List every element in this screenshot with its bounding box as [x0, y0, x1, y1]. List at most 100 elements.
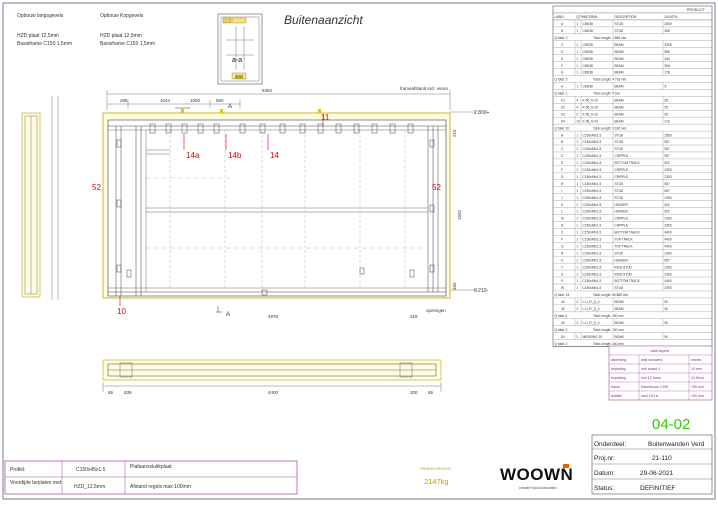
parts-cell: L-U_R_Q_4: [583, 300, 600, 304]
parts-cell: 1: [577, 140, 579, 144]
parts-cell: K-55_H-23: [583, 112, 599, 116]
parts-cell: STUD: [615, 196, 624, 200]
layers-cell: 150 mm: [691, 385, 704, 389]
parts-cell: 2393: [665, 168, 672, 172]
parts-cell: 1: [577, 279, 579, 283]
parts-cell: BEAM: [615, 112, 624, 116]
parts-cell: BEAM: [615, 307, 624, 311]
parts-cell: B: [561, 140, 563, 144]
parts-cell: 557: [665, 140, 671, 144]
parts-cell: HEADER: [615, 258, 629, 262]
bar-r2-note: Afstand regels max 100mm: [130, 484, 191, 490]
parts-cell: 2393: [665, 217, 672, 221]
layers-cell: beplating: [611, 376, 626, 380]
header-notes: Opbouw langsgevels HZD plaat 12,5mm Basi…: [17, 13, 155, 47]
parts-total-label: Q total: 2: [555, 328, 568, 332]
brand-logo: WOOWN creatief houtconstructies: [498, 458, 586, 494]
parts-cell: 55: [665, 99, 669, 103]
info-value-status: DEFINITIEF: [640, 485, 675, 492]
plan-dim-5: 65: [428, 390, 434, 395]
dim-bottom-1: 4976: [268, 314, 279, 319]
sheet-border: [2, 2, 716, 500]
parts-cell: C150x45x1.5: [583, 265, 602, 269]
parts-cell: TOP TRACK: [615, 238, 634, 242]
parts-cell: 2: [577, 307, 579, 311]
parts-cell: W: [561, 286, 564, 290]
parts-cell: K3: [561, 112, 565, 116]
info-label-onderdeel: Onderdeel:: [594, 441, 626, 448]
parts-cell: A: [561, 133, 564, 137]
parts-cell: G: [561, 175, 564, 179]
parts-cell: CRIPPLE: [615, 154, 629, 158]
parts-cell: C150x45x1.5: [583, 196, 602, 200]
note-left-1: Opbouw langsgevels: [17, 13, 64, 19]
parts-cell: 1: [577, 196, 579, 200]
parts-cell: H: [561, 85, 564, 89]
bottom-bar: Profiel: C150x45x1.5 Plafaanssluitkplaat…: [4, 460, 452, 495]
parts-cell: C150x45x1.5: [583, 238, 602, 242]
red-part-labels: 52 52 10 14a 14b 14 11: [92, 113, 441, 316]
parts-cell: 4400: [665, 231, 672, 235]
dim-top-5: 5392: [262, 88, 273, 93]
parts-cell: 2: [577, 321, 579, 325]
parts-cell: 555: [665, 50, 671, 54]
parts-cell: C89/38: [583, 22, 594, 26]
side-brackets: [116, 139, 435, 296]
red-leaders: [119, 114, 324, 306]
parts-cell: C150x45x1.5: [583, 182, 602, 186]
parts-total-length: Total Length: 50.866 mm: [593, 293, 628, 297]
parts-cell: BEAM: [615, 321, 624, 325]
level-bottom: 0.210-: [474, 288, 489, 294]
parts-cell: 1: [577, 258, 579, 262]
parts-cell: 55: [665, 105, 669, 109]
parts-cell: STUD: [615, 133, 624, 137]
parts-cell: C89/38: [583, 71, 594, 75]
parts-cell: 1: [577, 244, 579, 248]
parts-cell: M: [561, 217, 564, 221]
parts-cell: C150x45x1.5: [583, 203, 602, 207]
parts-cell: 2560: [665, 133, 672, 137]
layers-cell: osb board 4: [641, 367, 660, 371]
parts-total-length: Total Length: 3.032 mm: [593, 126, 627, 130]
parts-cell: 1: [577, 43, 579, 47]
parts-cell: 2393: [665, 196, 672, 200]
layers-cell: rwol 120 w: [641, 394, 659, 398]
layers-cell: afwerking: [611, 358, 626, 362]
parts-cell: 10: [577, 119, 581, 123]
parts-cell: 557: [665, 258, 671, 262]
parts-cell: CRIPPLE: [615, 224, 629, 228]
label-52-right: 52: [432, 183, 441, 192]
parts-cell: 50: [665, 321, 669, 325]
dim-apart: opzengen: [426, 308, 446, 313]
parts-cell: D: [561, 50, 564, 54]
frame-label: frameafstand incl. vuren: [400, 86, 449, 91]
parts-total-label: Q total: 1: [555, 92, 568, 96]
parts-cell: 1: [577, 238, 579, 242]
parts-cell: 365: [665, 29, 671, 33]
parts-cell: 55: [665, 112, 669, 116]
parts-cell: C: [561, 147, 564, 151]
parts-cell: C150x45x1.5: [583, 168, 602, 172]
layers-title: wall layers: [651, 348, 670, 353]
parts-cell: 1: [577, 189, 579, 193]
parts-cell: 1: [577, 231, 579, 235]
parts-cell: K-55_H-23: [583, 119, 599, 123]
parts-cell: 50: [665, 335, 669, 339]
note-right-1: Opbouw Kopgevels: [100, 13, 144, 19]
parts-cell: 4400: [665, 238, 672, 242]
parts-cell: C150x45x1.5: [583, 251, 602, 255]
parts-cell: 44: [561, 300, 565, 304]
parts-cell: 502: [665, 161, 671, 165]
parts-cell: 1: [577, 161, 579, 165]
parts-cell: 3308: [665, 43, 672, 47]
parts-cell: C150x45x1.5: [583, 210, 602, 214]
parts-cell: BEAM: [615, 43, 624, 47]
parts-cell: T: [561, 265, 563, 269]
parts-cell: C150x45x1.5: [583, 231, 602, 235]
parts-cell: 1: [577, 29, 579, 33]
layers-cell: vezels: [691, 358, 701, 362]
parts-cell: 1: [577, 210, 579, 214]
section-mark-a-top: A: [228, 104, 232, 110]
parts-cell: HEADER: [615, 210, 629, 214]
